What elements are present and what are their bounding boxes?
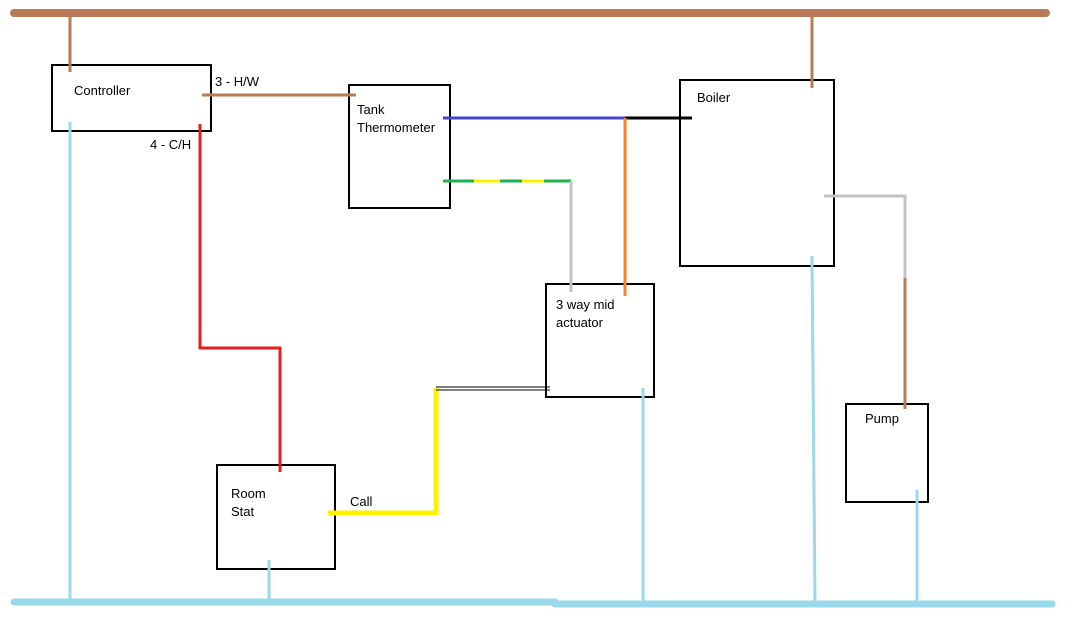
call-label: Call — [350, 494, 373, 509]
controller-box — [51, 64, 212, 132]
central-heating-wire — [198, 125, 282, 472]
tank-thermometer-box — [348, 84, 451, 209]
room-stat-label-line2: Stat — [231, 504, 255, 519]
controller-label: Controller — [74, 83, 131, 98]
boiler-box — [679, 79, 835, 267]
three-way-actuator-label-line2: actuator — [556, 315, 603, 330]
call-wire — [328, 388, 439, 516]
boiler-to-pump-grey-wire — [824, 194, 907, 278]
room-stat-label-line1: Room — [231, 486, 266, 501]
three-way-actuator-label-line1: 3 way mid — [556, 297, 615, 312]
room-stat-box — [216, 464, 336, 570]
pump-label: Pump — [865, 411, 899, 426]
central-heating-label: 4 - C/H — [150, 137, 192, 152]
hot-water-label: 3 - H/W — [215, 74, 260, 89]
boiler-neutral-drop — [810, 255, 817, 605]
tank-thermometer-label-line1: Tank — [357, 102, 385, 117]
boiler-label: Boiler — [697, 90, 731, 105]
three-way-actuator-box — [545, 283, 655, 398]
tank-thermometer-label-line2: Thermometer — [357, 120, 436, 135]
pump-box — [845, 403, 929, 503]
